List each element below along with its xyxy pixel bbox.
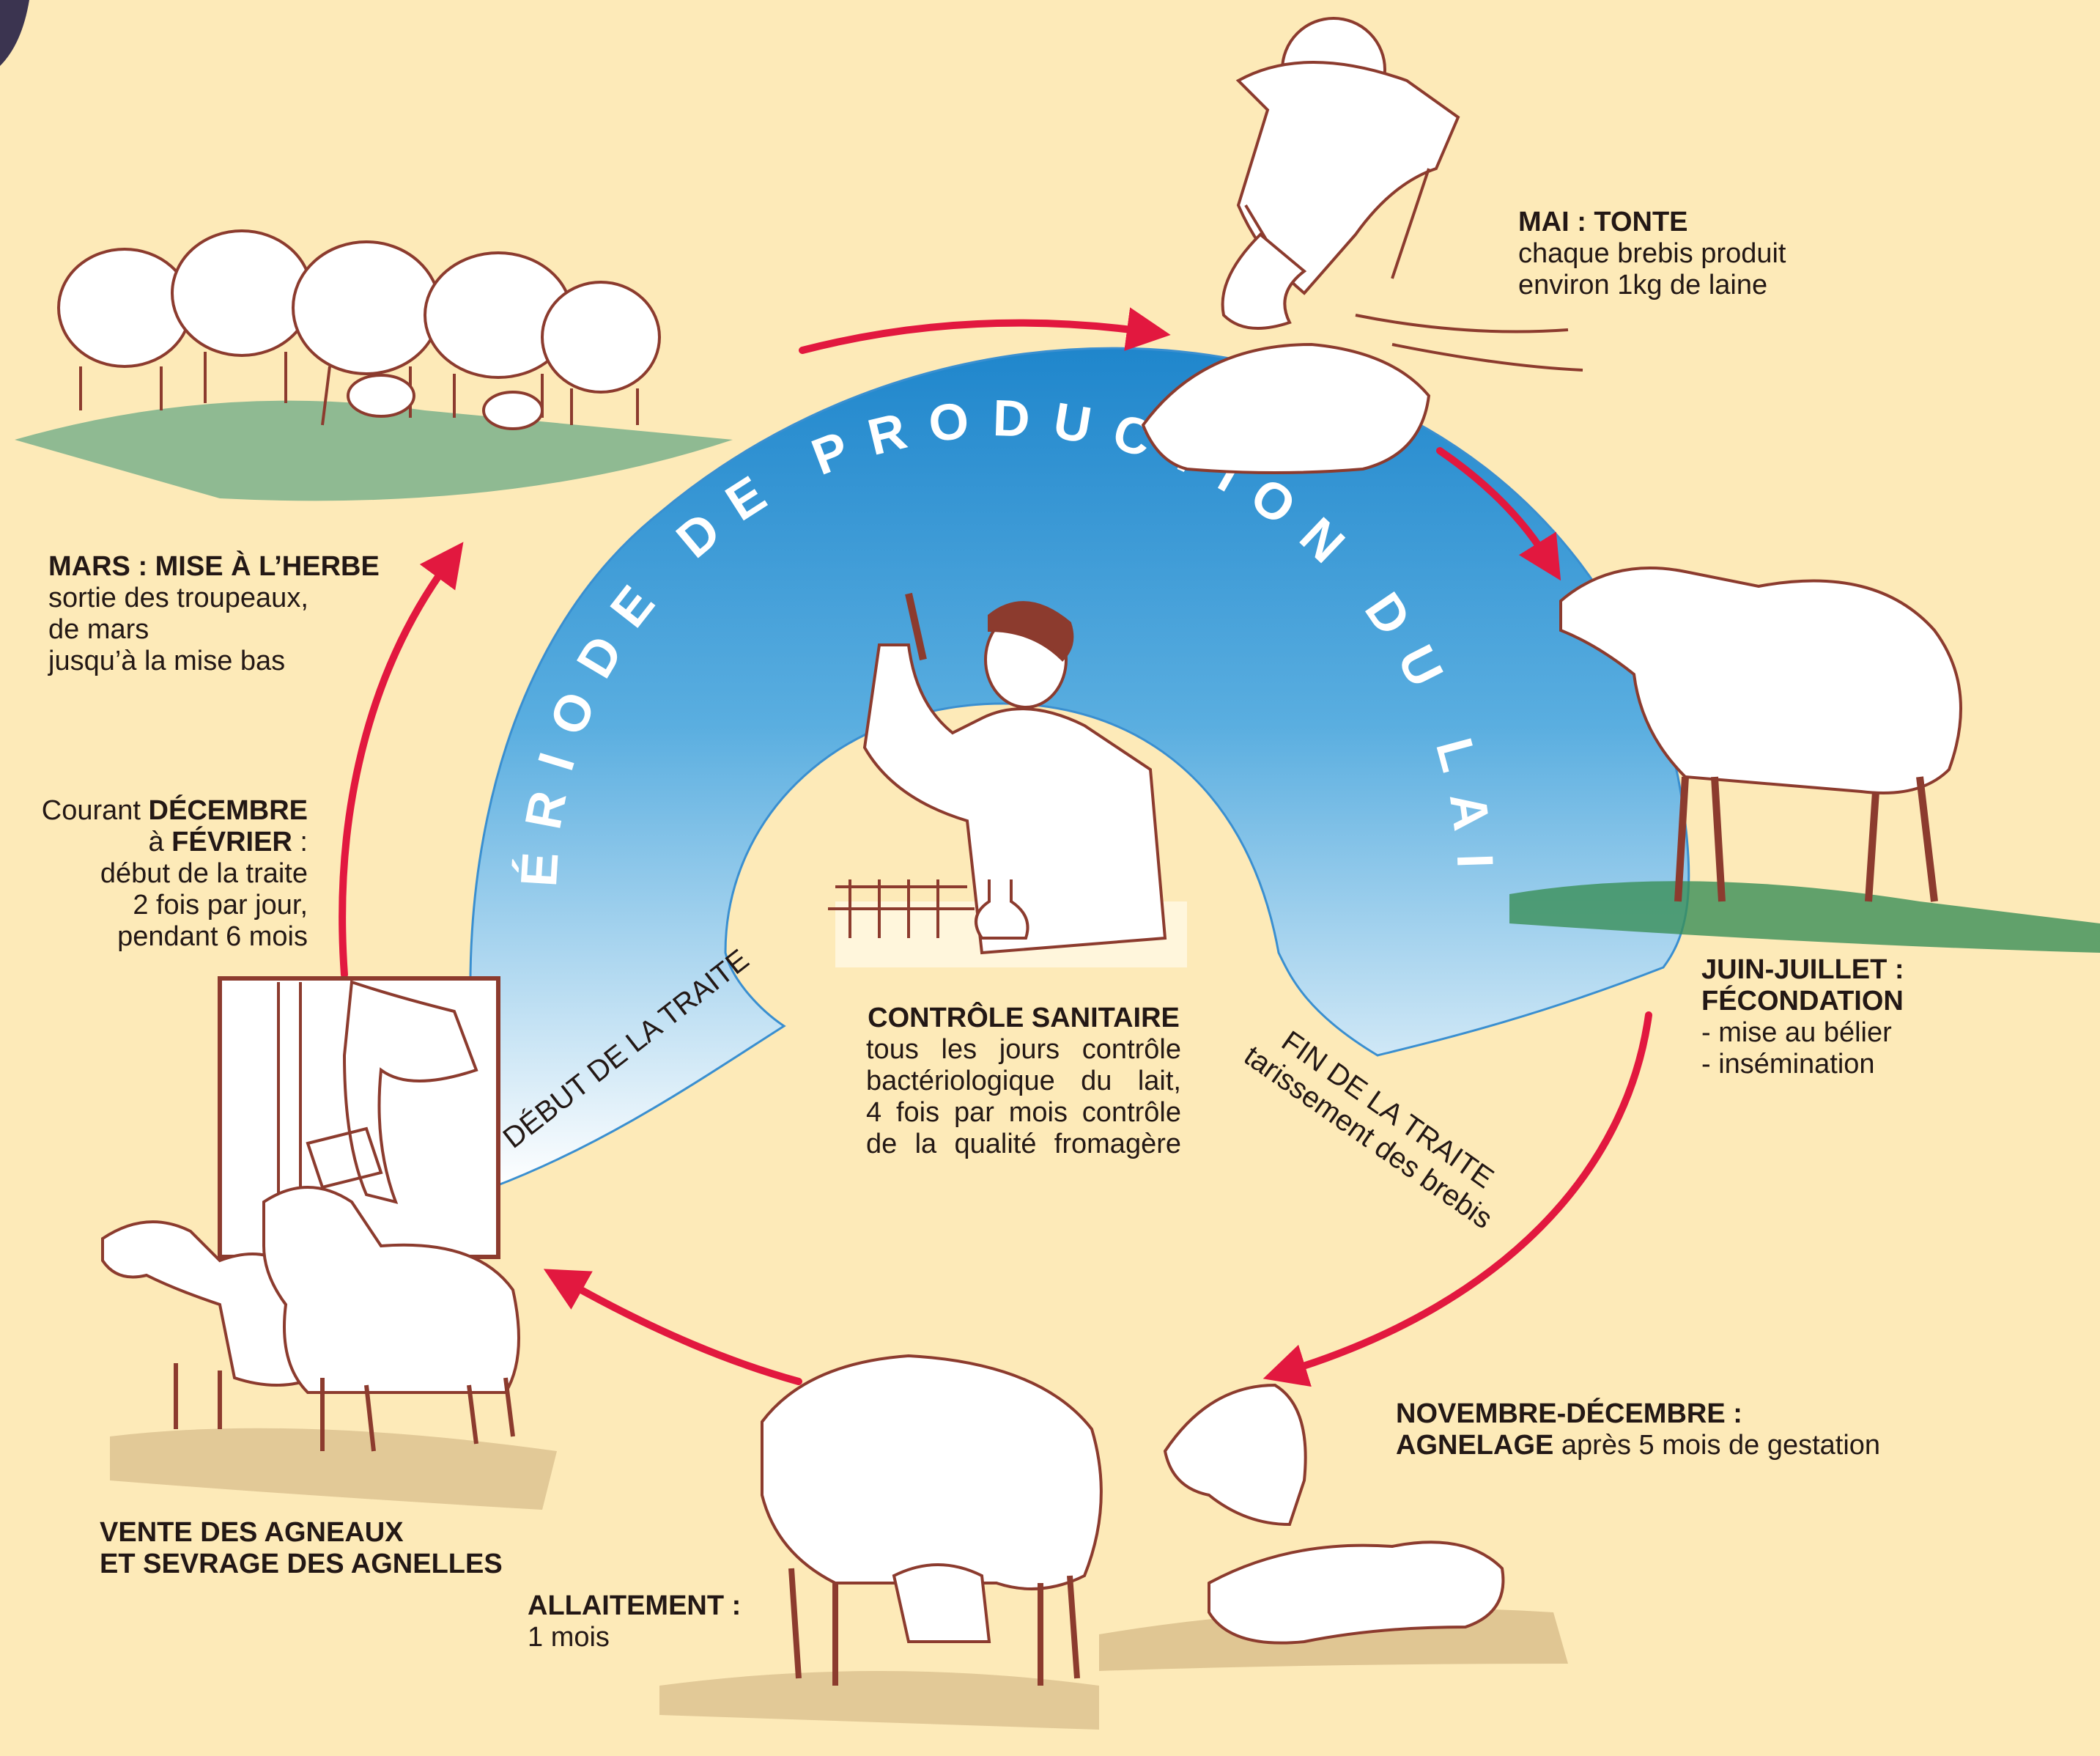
juin-line-2: - insémination: [1701, 1049, 1875, 1080]
juin-title-1: JUIN-JUILLET :: [1701, 954, 1904, 985]
arrow-mars-to-mai: [799, 307, 1171, 354]
novembre-title: NOVEMBRE-DÉCEMBRE :: [1396, 1398, 1742, 1429]
allaitement-title: ALLAITEMENT :: [528, 1590, 742, 1621]
arrow-decembre-to-mars: [339, 542, 464, 978]
lab-technician-illustration: [828, 592, 1187, 967]
fevrier-month: FÉVRIER: [171, 827, 292, 857]
label-allaitement: ALLAITEMENT : 1 mois: [528, 1590, 741, 1653]
label-vente-agneaux: VENTE DES AGNEAUX ET SEVRAGE DES AGNELLE…: [100, 1517, 503, 1580]
milk-production-band: [469, 347, 1690, 1189]
corner-decoration: [0, 0, 29, 66]
mai-line-1: chaque brebis produit: [1518, 238, 1786, 269]
decembre-line-3: début de la traite: [100, 858, 308, 889]
fevrier-prefix: à: [148, 827, 172, 857]
vente-line-1: VENTE DES AGNEAUX: [100, 1517, 404, 1548]
agnelage-word: AGNELAGE: [1396, 1430, 1554, 1461]
lambs-illustration: [101, 1186, 557, 1510]
nursing-ewe-illustration: [659, 1354, 1103, 1730]
juin-title-2: FÉCONDATION: [1701, 986, 1904, 1017]
allaitement-line: 1 mois: [528, 1622, 610, 1653]
fevrier-suffix: :: [292, 827, 308, 857]
decembre-line-5: pendant 6 mois: [117, 921, 308, 952]
sheep-grazing-illustration: [15, 229, 733, 501]
controle-line-2: bactériologique du lait,: [866, 1066, 1181, 1096]
mars-line-1: sortie des troupeaux,: [48, 583, 308, 613]
label-controle-sanitaire: CONTRÔLE SANITAIRE tous les jours contrô…: [866, 1003, 1181, 1160]
mars-title: MARS : MISE À L’HERBE: [48, 551, 380, 582]
lambing-illustration: [1099, 1383, 1568, 1671]
controle-line-3: 4 fois par mois contrôle: [866, 1097, 1181, 1128]
ram-illustration: [1509, 567, 2100, 953]
label-novembre-decembre: NOVEMBRE-DÉCEMBRE : AGNELAGE après 5 moi…: [1396, 1398, 1880, 1461]
decembre-month: DÉCEMBRE: [148, 795, 308, 826]
mai-line-2: environ 1kg de laine: [1518, 270, 1768, 300]
label-decembre-fevrier: Courant DÉCEMBRE à FÉVRIER : début de la…: [22, 795, 308, 953]
decembre-line-1: Courant DÉCEMBRE: [22, 795, 308, 827]
mars-line-3: jusqu’à la mise bas: [48, 646, 286, 676]
decembre-line-4: 2 fois par jour,: [133, 890, 308, 921]
vente-line-2: ET SEVRAGE DES AGNELLES: [100, 1549, 503, 1579]
juin-line-1: - mise au bélier: [1701, 1017, 1892, 1048]
agnelage-rest: après 5 mois de gestation: [1553, 1430, 1881, 1461]
arrow-allaitement-to-vente: [543, 1269, 802, 1385]
controle-title: CONTRÔLE SANITAIRE: [868, 1003, 1180, 1033]
label-mai-tonte: MAI : TONTE chaque brebis produit enviro…: [1518, 207, 1786, 301]
decembre-prefix: Courant: [41, 795, 149, 826]
mars-line-2: de mars: [48, 614, 149, 645]
cycle-arrows: [339, 307, 1652, 1387]
mai-title: MAI : TONTE: [1518, 207, 1688, 237]
label-mars-mise-a-lherbe: MARS : MISE À L’HERBE sortie des troupea…: [48, 551, 380, 677]
arrow-juin-to-novembre: [1262, 1011, 1652, 1387]
label-juin-juillet: JUIN-JUILLET : FÉCONDATION - mise au bél…: [1701, 954, 1904, 1080]
arrow-mai-to-juin: [1436, 447, 1561, 581]
shearing-illustration: [1141, 17, 1583, 474]
novembre-line: AGNELAGE après 5 mois de gestation: [1396, 1430, 1880, 1461]
controle-line-1: tous les jours contrôle: [866, 1034, 1181, 1065]
controle-line-4: de la qualité fromagère: [866, 1129, 1181, 1159]
decembre-line-2: à FÉVRIER :: [22, 827, 308, 858]
